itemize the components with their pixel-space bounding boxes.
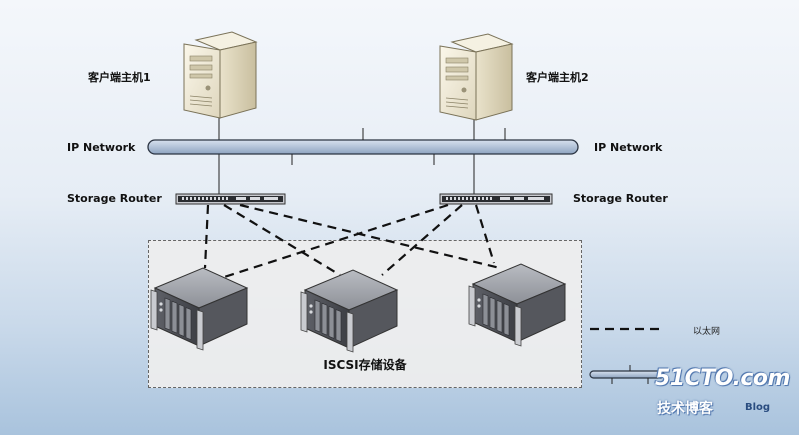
watermark-blog: Blog [745, 402, 771, 413]
legend-ethernet-label: 以太网 [693, 327, 721, 337]
watermark-sub: 技术博客 [657, 401, 713, 417]
legend-network-bar [589, 365, 665, 384]
client-host-1-server-icon [183, 31, 258, 119]
storage-router-right [439, 193, 553, 205]
eth-link-r2-d1 [214, 203, 449, 282]
storage-router-left-label: Storage Router [67, 192, 162, 205]
eth-link-r1-d2 [223, 204, 341, 276]
eth-link-r2-d2 [381, 204, 463, 276]
watermark-logo: 51CTO.com 技术博客 Blog [655, 366, 795, 430]
eth-link-r1-d1 [203, 204, 210, 269]
ip-network-left-label: IP Network [67, 141, 136, 154]
eth-link-r1-d3 [239, 203, 501, 270]
storage-device-2 [300, 269, 399, 353]
ip-network-right-label: IP Network [594, 141, 663, 154]
storage-device-1 [150, 267, 249, 351]
storage-device-3 [468, 263, 567, 347]
storage-router-right-label: Storage Router [573, 192, 668, 205]
client-host-2-server-icon [439, 33, 514, 121]
ethernet-links [203, 203, 501, 282]
host-2-label: 客户端主机2 [526, 71, 589, 84]
storage-router-left [175, 193, 286, 205]
watermark-main: 51CTO.com [655, 366, 790, 391]
eth-link-r2-d3 [474, 204, 496, 264]
host-1-label: 客户端主机1 [88, 71, 151, 84]
storage-caption: ISCSI存储设备 [323, 358, 407, 372]
storage-devices [150, 263, 567, 353]
ip-network-bar [147, 128, 579, 165]
